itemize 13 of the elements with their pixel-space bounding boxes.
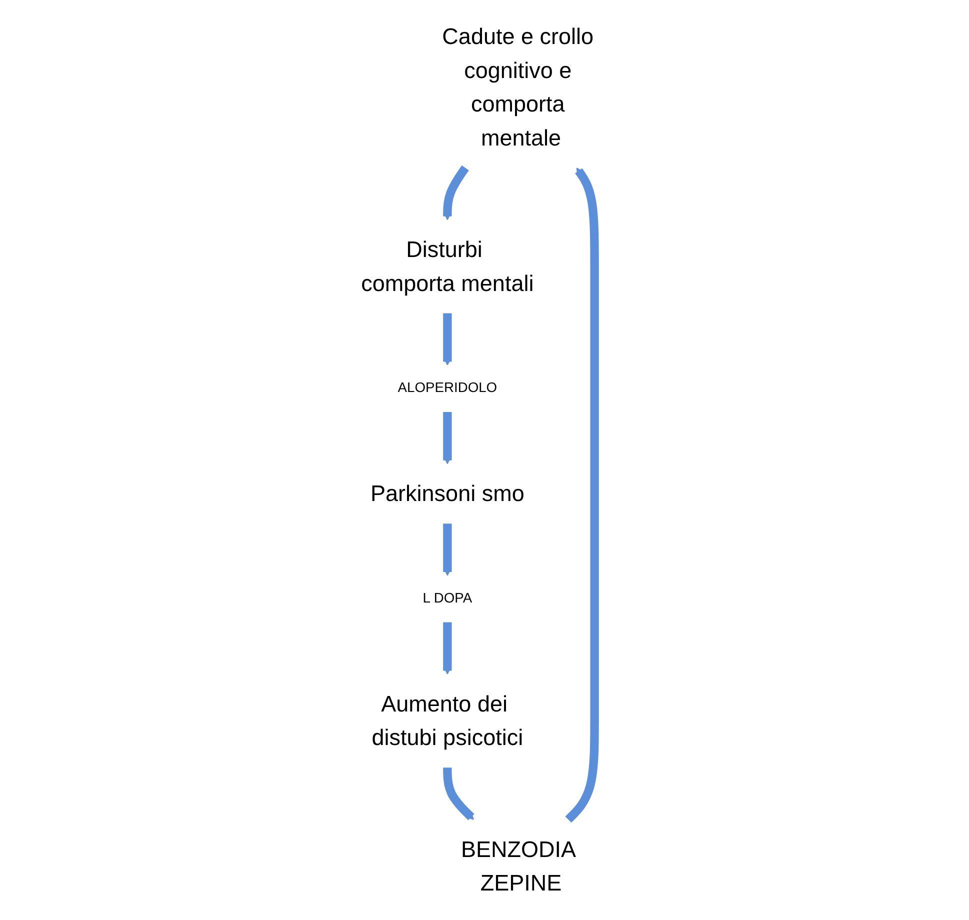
arrow xyxy=(443,412,452,464)
node-text: Parkinsoni smo xyxy=(370,480,525,506)
node-text: Aumento dei distubi psicotici xyxy=(372,690,524,750)
node-text: BENZODIA ZEPINE xyxy=(461,836,576,896)
arrow xyxy=(566,168,600,823)
arrow xyxy=(443,313,452,366)
node-text: Disturbi comporta mentali xyxy=(361,236,534,296)
node-text: Cadute e crollo cognitivo e comporta mentale xyxy=(442,23,594,151)
arrow xyxy=(443,622,452,675)
node-text: L DOPA xyxy=(423,591,472,606)
node-text: ALOPERIDOLO xyxy=(398,380,498,396)
arrow xyxy=(443,165,470,220)
arrow xyxy=(443,524,452,576)
